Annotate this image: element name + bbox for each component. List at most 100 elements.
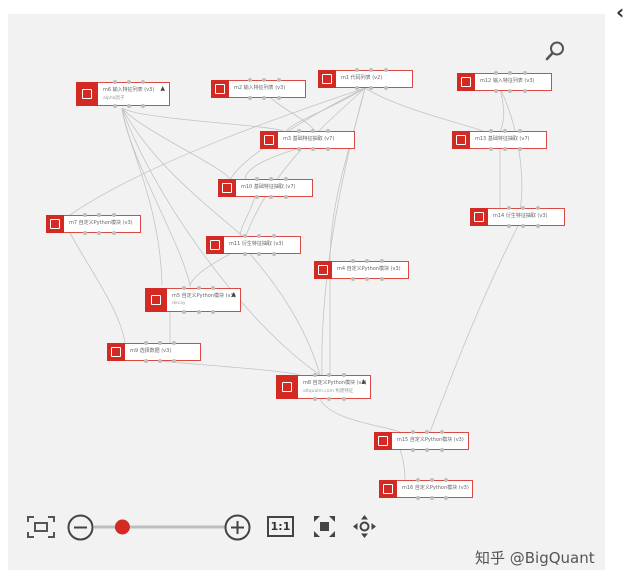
input-port[interactable] [521,206,526,210]
node-m13[interactable]: m13 基础特征抽取 (v7) [452,129,547,151]
input-port[interactable] [283,177,288,181]
node-m9[interactable]: m9 选择数据 (v3) [107,341,201,363]
output-port[interactable] [411,448,415,452]
output-port[interactable] [425,448,430,452]
input-port[interactable] [415,478,420,482]
input-port[interactable] [111,213,116,217]
input-port[interactable] [140,80,145,84]
output-port[interactable] [327,397,332,401]
output-port[interactable] [415,496,420,500]
input-port[interactable] [112,80,117,84]
output-port[interactable] [257,252,262,256]
input-port[interactable] [313,373,317,377]
output-port[interactable] [271,252,276,256]
output-port[interactable] [507,224,511,228]
input-port[interactable] [276,78,281,82]
output-port[interactable] [517,147,522,151]
output-port[interactable] [325,147,330,151]
input-port[interactable] [507,206,511,210]
node-m6[interactable]: m6 输入特征列表 (v3) alpha因子 ▲ [76,80,170,108]
input-port[interactable] [325,129,330,133]
input-port[interactable] [269,177,274,181]
output-port[interactable] [429,496,434,500]
input-port[interactable] [143,341,148,345]
output-port[interactable] [111,231,116,235]
actual-size-button[interactable]: 1:1 [267,516,294,537]
output-port[interactable] [508,89,513,93]
input-port[interactable] [257,234,262,238]
input-port[interactable] [341,373,346,377]
input-port[interactable] [517,129,522,133]
output-port[interactable] [297,147,301,151]
output-port[interactable] [369,86,374,90]
collapse-panel-chevron-icon[interactable]: ‹ [616,0,625,24]
output-port[interactable] [283,195,288,199]
output-port[interactable] [439,448,444,452]
output-port[interactable] [262,96,267,100]
input-port[interactable] [157,341,162,345]
input-port[interactable] [508,71,513,75]
output-port[interactable] [535,224,540,228]
output-port[interactable] [157,359,162,363]
search-icon[interactable] [545,40,567,62]
node-m5[interactable]: m5 自定义Python模块 (v3) decay ▲ [145,286,241,314]
collapse-caret-icon[interactable]: ▲ [231,291,236,298]
output-port[interactable] [443,496,448,500]
input-port[interactable] [379,259,384,263]
output-port[interactable] [379,277,384,281]
input-port[interactable] [369,68,374,72]
output-port[interactable] [269,195,274,199]
node-m11[interactable]: m11 衍生特征抽取 (v3) [206,234,301,256]
output-port[interactable] [313,397,317,401]
output-port[interactable] [143,359,148,363]
workflow-canvas[interactable] [8,14,605,570]
collapse-caret-icon[interactable]: ▲ [160,85,165,92]
output-port[interactable] [521,224,526,228]
output-port[interactable] [494,89,498,93]
node-m12[interactable]: m12 输入特征列表 (v3) [457,71,552,93]
output-port[interactable] [355,86,359,90]
input-port[interactable] [494,71,498,75]
output-port[interactable] [503,147,508,151]
output-port[interactable] [196,310,201,314]
output-port[interactable] [126,104,131,108]
output-port[interactable] [365,277,370,281]
input-port[interactable] [255,177,259,181]
input-port[interactable] [243,234,247,238]
input-port[interactable] [126,80,131,84]
input-port[interactable] [182,286,187,290]
input-port[interactable] [262,78,267,82]
node-m4[interactable]: m4 自定义Python模块 (v3) [314,259,409,281]
node-m10[interactable]: m10 基础特征抽取 (v7) [218,177,313,199]
output-port[interactable] [171,359,176,363]
node-m7[interactable]: m7 自定义Python模块 (v3) [46,213,141,235]
node-m8[interactable]: m8 自定义Python模块 (v3) altqualm.com 构建特征 ▲ [276,373,371,401]
node-m3[interactable]: m3 基础特征抽取 (v7) [260,129,355,151]
output-port[interactable] [351,277,355,281]
input-port[interactable] [365,259,370,263]
input-port[interactable] [383,68,388,72]
output-port[interactable] [341,397,346,401]
output-port[interactable] [276,96,281,100]
fit-to-screen-icon[interactable] [27,516,55,538]
node-m14[interactable]: m14 衍生特征抽取 (v3) [470,206,565,228]
center-view-icon[interactable] [313,515,336,538]
pan-move-icon[interactable] [352,514,377,539]
zoom-slider-handle[interactable] [114,519,130,535]
zoom-slider[interactable] [94,515,225,539]
input-port[interactable] [443,478,448,482]
output-port[interactable] [140,104,145,108]
input-port[interactable] [411,430,415,434]
output-port[interactable] [83,231,87,235]
input-port[interactable] [439,430,444,434]
output-port[interactable] [182,310,187,314]
output-port[interactable] [255,195,259,199]
input-port[interactable] [351,259,355,263]
input-port[interactable] [97,213,102,217]
output-port[interactable] [248,96,252,100]
input-port[interactable] [171,341,176,345]
input-port[interactable] [83,213,87,217]
input-port[interactable] [211,286,216,290]
input-port[interactable] [327,373,332,377]
input-port[interactable] [535,206,540,210]
